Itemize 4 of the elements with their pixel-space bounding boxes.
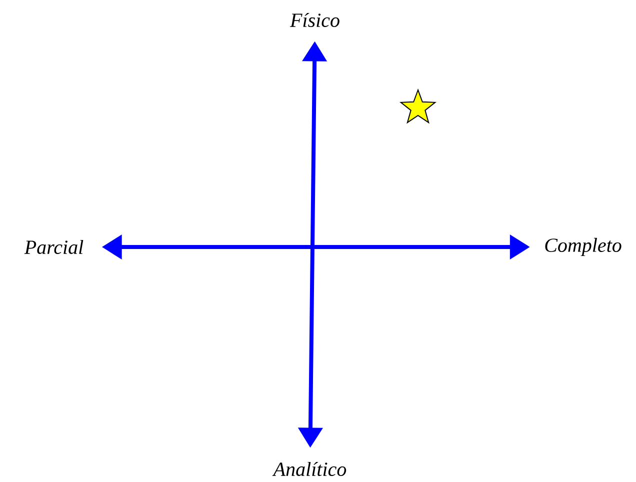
axis-label: Analítico [272, 462, 346, 476]
axis-label: Parcial [24, 240, 84, 254]
axis-label: Completo [545, 238, 622, 256]
axis-label: Físico [290, 12, 340, 28]
